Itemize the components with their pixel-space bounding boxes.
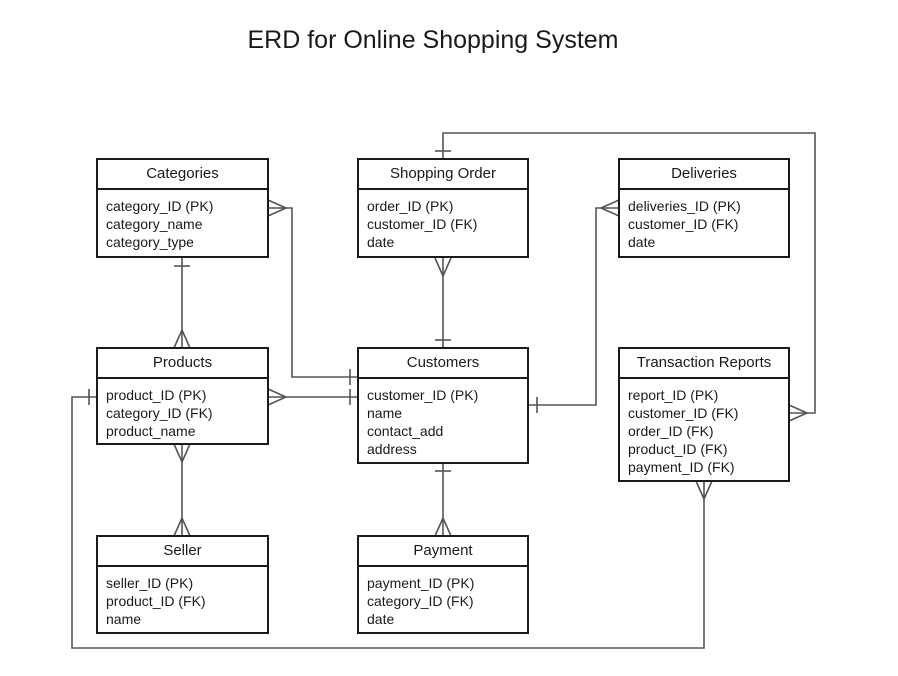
relationship-deliveries-customers bbox=[528, 207, 619, 406]
many-marker bbox=[695, 480, 713, 501]
many-marker bbox=[173, 516, 191, 537]
attribute: seller_ID (PK) bbox=[106, 575, 194, 591]
entity-shopping-order[interactable]: Shopping Order order_ID (PK) customer_ID… bbox=[357, 158, 529, 258]
entity-name: Deliveries bbox=[620, 160, 788, 190]
attribute: category_ID (FK) bbox=[367, 593, 474, 609]
attribute: date bbox=[628, 234, 656, 250]
entity-name: Seller bbox=[98, 537, 267, 567]
attribute: contact_add bbox=[367, 423, 444, 439]
attribute: payment_ID (PK) bbox=[367, 575, 475, 591]
attribute: order_ID (PK) bbox=[367, 198, 454, 214]
attribute: address bbox=[367, 441, 417, 457]
attribute: customer_ID (FK) bbox=[628, 216, 739, 232]
entity-name: Categories bbox=[98, 160, 267, 190]
many-marker bbox=[788, 404, 809, 422]
entity-name: Transaction Reports bbox=[620, 349, 788, 379]
entity-name: Products bbox=[98, 349, 267, 379]
entity-deliveries[interactable]: Deliveries deliveries_ID (PK) customer_I… bbox=[618, 158, 790, 258]
entity-name: Payment bbox=[359, 537, 527, 567]
entity-name: Customers bbox=[359, 349, 527, 379]
attribute: report_ID (PK) bbox=[628, 387, 719, 403]
attribute: customer_ID (PK) bbox=[367, 387, 479, 403]
attribute: order_ID (FK) bbox=[628, 423, 714, 439]
attribute: category_ID (FK) bbox=[106, 405, 213, 421]
attribute: payment_ID (FK) bbox=[628, 459, 735, 475]
attribute: product_ID (PK) bbox=[106, 387, 207, 403]
many-marker bbox=[434, 257, 452, 278]
entity-customers[interactable]: Customers customer_ID (PK) name contact_… bbox=[357, 347, 529, 464]
entity-transaction-reports[interactable]: Transaction Reports report_ID (PK) custo… bbox=[618, 347, 790, 482]
many-marker bbox=[599, 199, 620, 217]
attribute: product_ID (FK) bbox=[628, 441, 728, 457]
attribute: category_ID (PK) bbox=[106, 198, 214, 214]
attribute: deliveries_ID (PK) bbox=[628, 198, 741, 214]
attribute: product_ID (FK) bbox=[106, 593, 206, 609]
entity-categories[interactable]: Categories category_ID (PK) category_nam… bbox=[96, 158, 269, 258]
relationship-categories-customers bbox=[268, 207, 358, 378]
attribute: category_type bbox=[106, 234, 194, 250]
attribute: customer_ID (FK) bbox=[367, 216, 478, 232]
attribute: customer_ID (FK) bbox=[628, 405, 739, 421]
attribute: name bbox=[106, 611, 142, 627]
many-marker bbox=[434, 516, 452, 537]
diagram-title: ERD for Online Shopping System bbox=[247, 26, 619, 54]
attribute: date bbox=[367, 611, 395, 627]
attribute: product_name bbox=[106, 423, 196, 439]
many-marker bbox=[267, 199, 288, 217]
attribute: date bbox=[367, 234, 395, 250]
many-marker bbox=[267, 388, 288, 406]
attribute: category_name bbox=[106, 216, 203, 232]
relationship-products-reports bbox=[71, 396, 705, 649]
entity-products[interactable]: Products product_ID (PK) category_ID (FK… bbox=[96, 347, 269, 445]
many-marker bbox=[173, 328, 191, 349]
entity-seller[interactable]: Seller seller_ID (PK) product_ID (FK) na… bbox=[96, 535, 269, 634]
entity-payment[interactable]: Payment payment_ID (PK) category_ID (FK)… bbox=[357, 535, 529, 634]
attribute: name bbox=[367, 405, 403, 421]
entity-name: Shopping Order bbox=[359, 160, 527, 190]
many-marker bbox=[173, 443, 191, 464]
